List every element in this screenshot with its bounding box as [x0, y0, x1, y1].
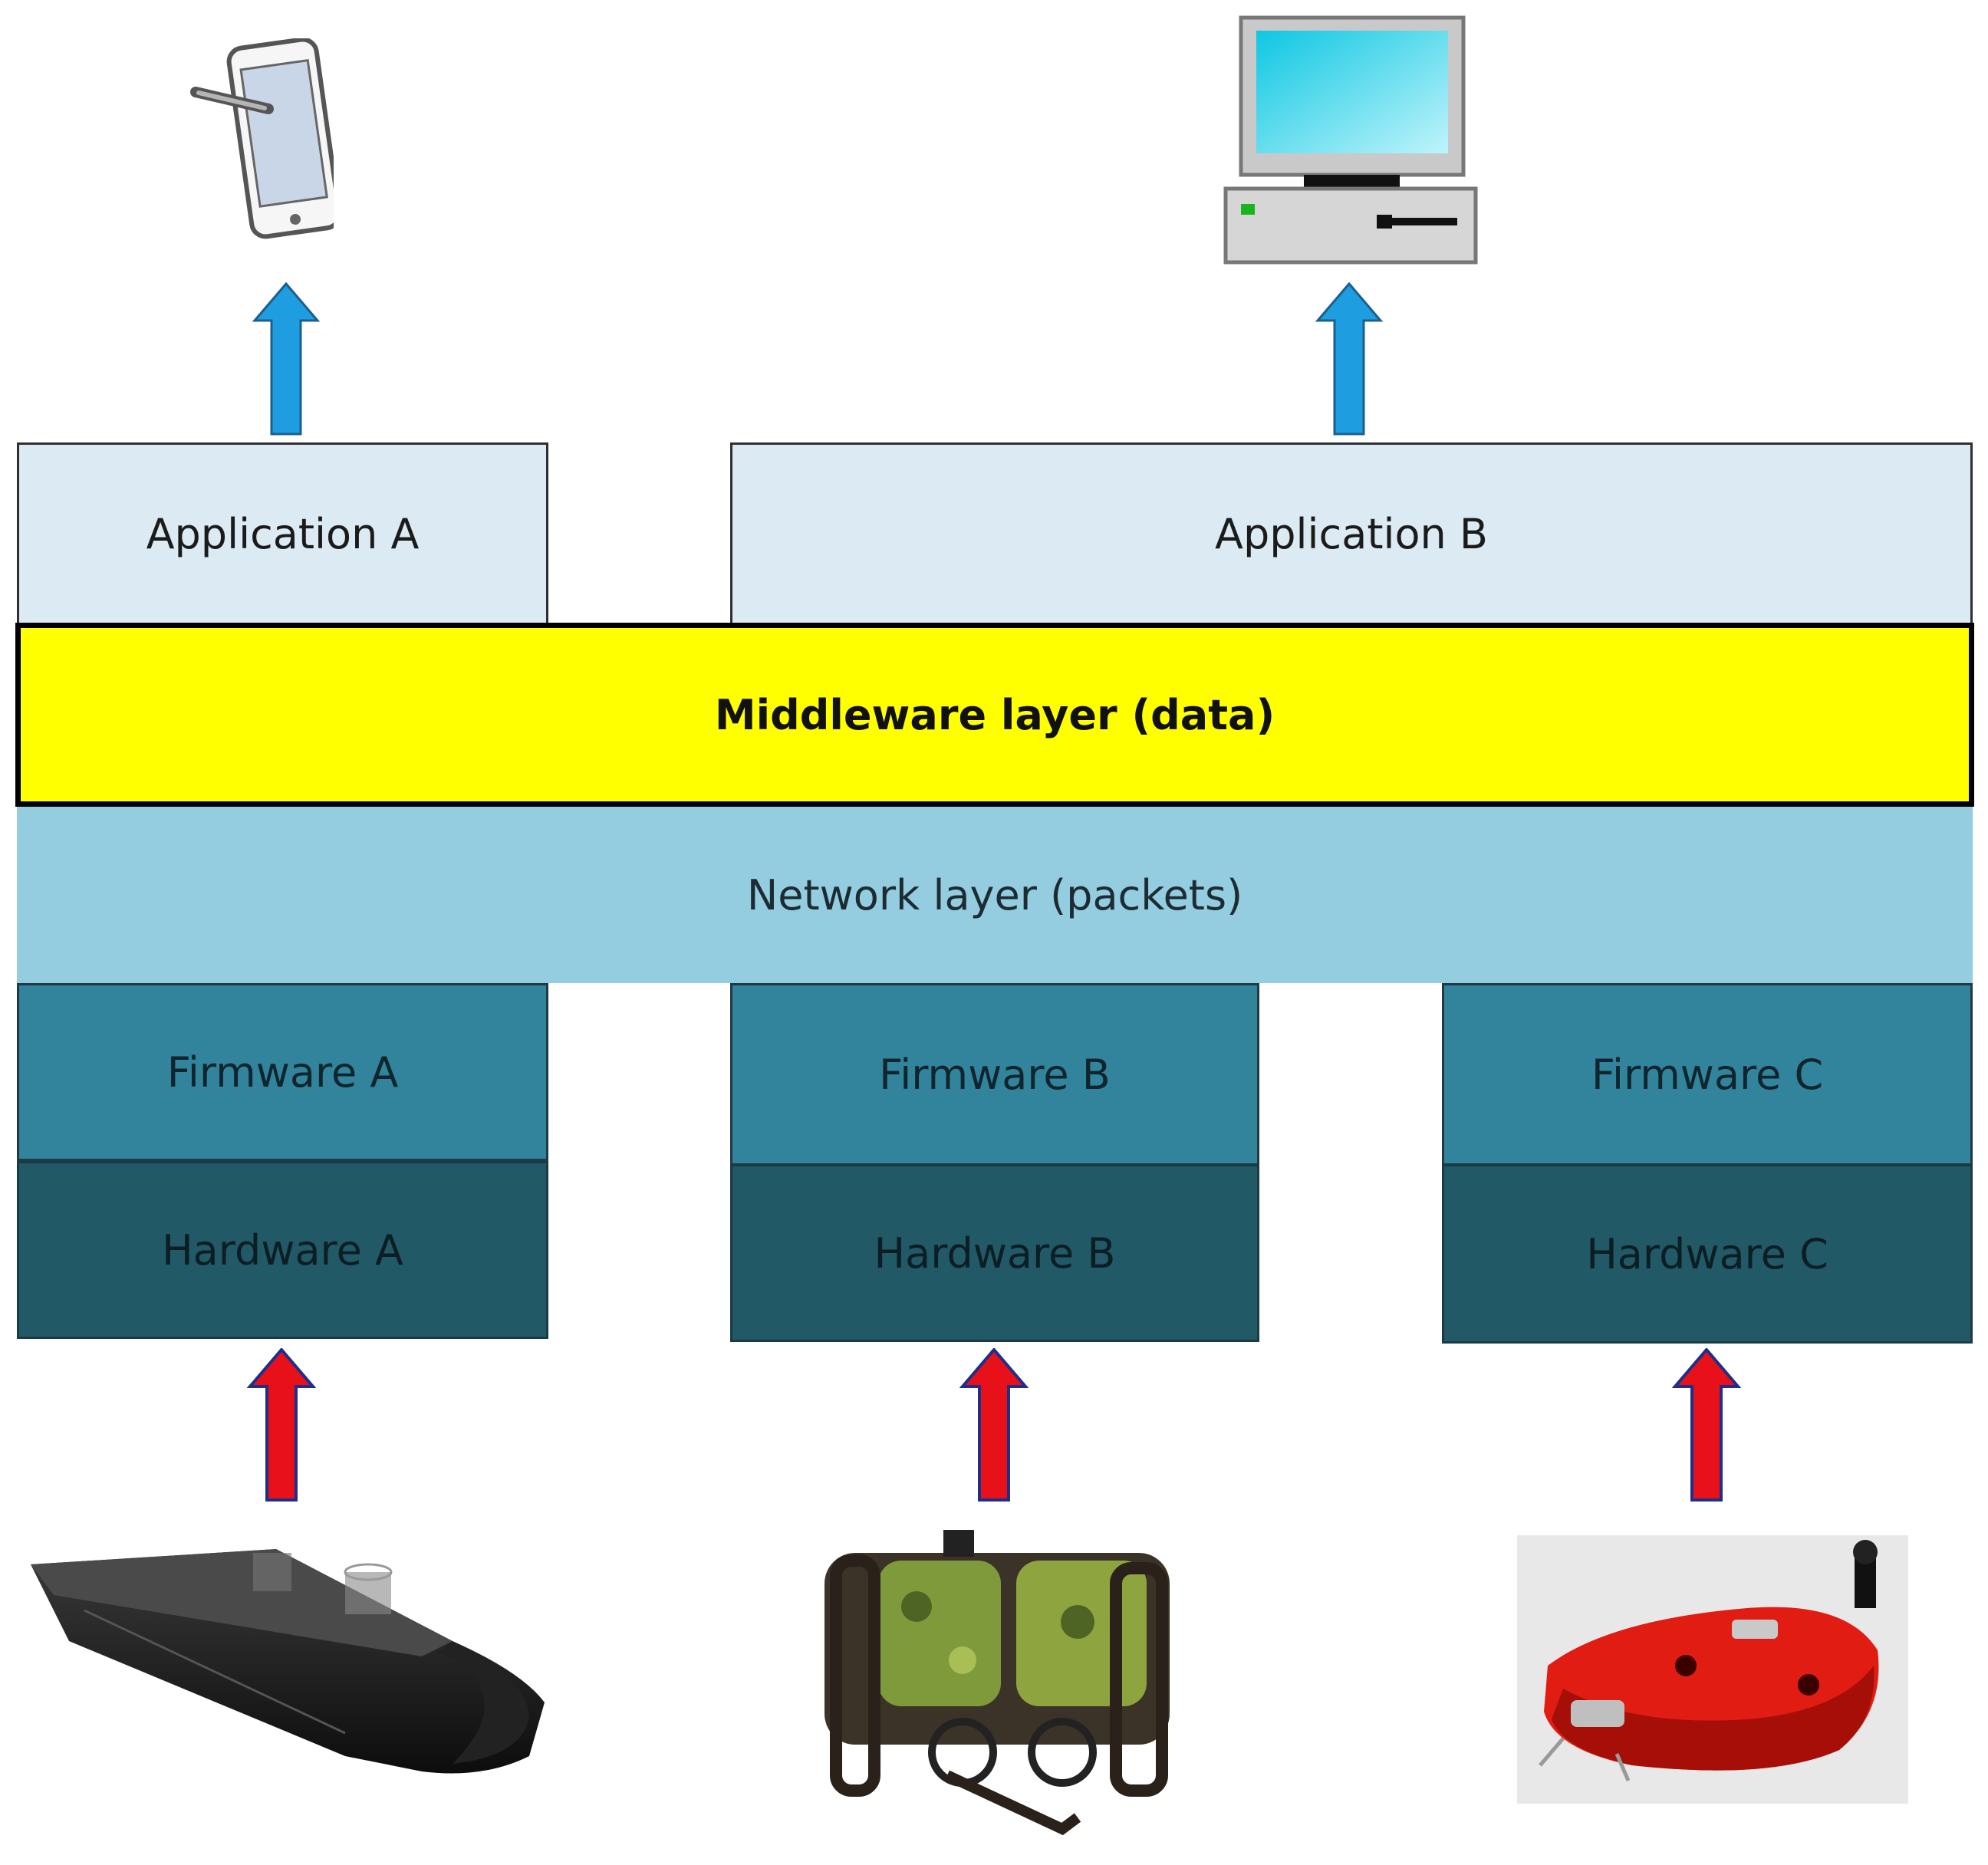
- hardware-c-label: Hardware C: [1586, 1229, 1828, 1278]
- application-b-label: Application B: [1215, 509, 1488, 558]
- firmware-a-label: Firmware A: [166, 1048, 399, 1097]
- tablet-icon: [190, 38, 334, 239]
- underwater-vehicle-b: [824, 1530, 1170, 1836]
- application-b-box: Application B: [730, 442, 1973, 625]
- up-arrow-hardware-b: [959, 1348, 1029, 1502]
- up-arrow-app-a: [252, 282, 321, 436]
- firmware-b-box: Firmware B: [730, 983, 1259, 1166]
- underwater-vehicle-a: [31, 1549, 545, 1774]
- firmware-a-box: Firmware A: [17, 983, 548, 1161]
- firmware-c-box: Firmware C: [1442, 983, 1973, 1166]
- application-a-box: Application A: [17, 442, 548, 625]
- firmware-c-label: Firmware C: [1591, 1050, 1824, 1099]
- network-layer: Network layer (packets): [17, 807, 1973, 983]
- middleware-label: Middleware layer (data): [714, 690, 1275, 739]
- firmware-b-label: Firmware B: [879, 1050, 1111, 1099]
- up-arrow-app-b: [1315, 282, 1384, 436]
- up-arrow-hardware-a: [247, 1348, 316, 1502]
- middleware-layer: Middleware layer (data): [15, 623, 1974, 807]
- up-arrow-hardware-c: [1672, 1348, 1741, 1502]
- hardware-b-box: Hardware B: [730, 1164, 1259, 1342]
- network-label: Network layer (packets): [746, 870, 1243, 919]
- desktop-computer-icon: [1223, 15, 1478, 265]
- hardware-a-label: Hardware A: [162, 1225, 403, 1275]
- hardware-c-box: Hardware C: [1442, 1164, 1973, 1344]
- application-a-label: Application A: [146, 509, 420, 558]
- hardware-a-box: Hardware A: [17, 1161, 548, 1339]
- hardware-b-label: Hardware B: [874, 1229, 1116, 1278]
- underwater-vehicle-c: [1517, 1535, 1908, 1804]
